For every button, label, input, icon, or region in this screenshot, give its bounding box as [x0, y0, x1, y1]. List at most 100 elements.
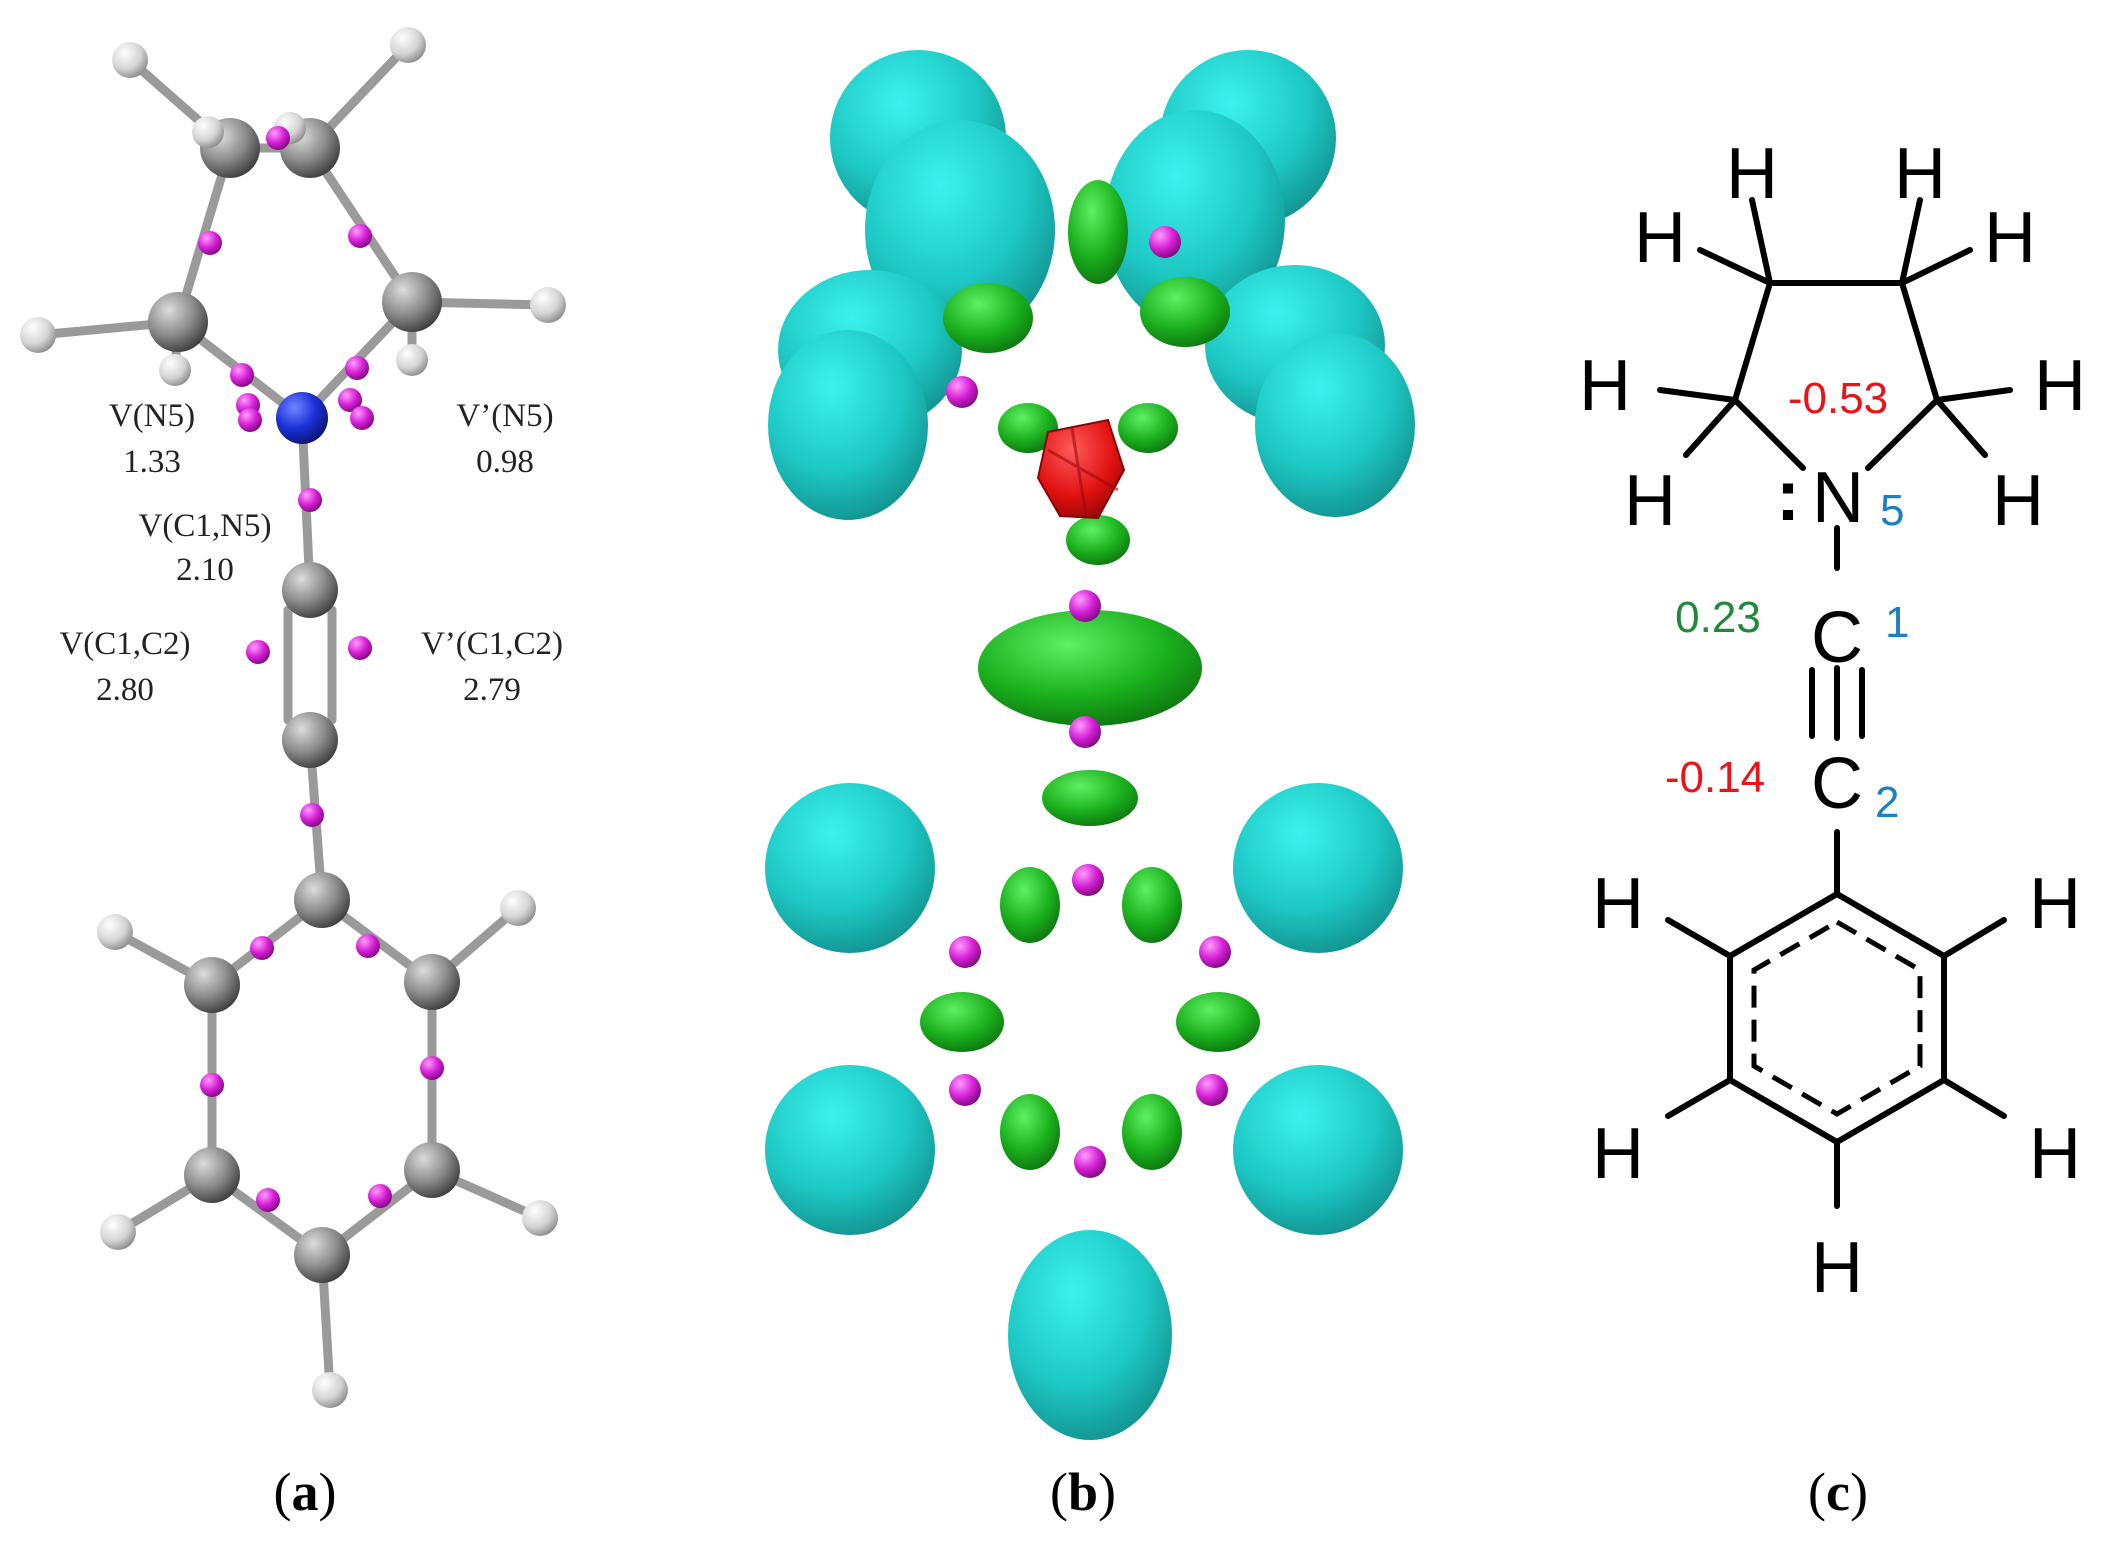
attractor-point	[298, 488, 322, 512]
charge-c2: -0.14	[1665, 753, 1765, 802]
carbon-atom	[184, 1147, 240, 1203]
panel-b-elf-isosurface	[765, 50, 1415, 1440]
hydrogen-atom	[100, 1214, 136, 1250]
hydrogen-atom	[97, 914, 133, 950]
attractor-point	[1074, 1146, 1106, 1178]
lone-pair-dots: :	[1776, 456, 1800, 536]
annotation-vp-n5-value: 0.98	[476, 444, 534, 480]
hydrogen-atom: H	[1592, 1114, 1644, 1194]
attractor-point	[238, 408, 262, 432]
bond-basin	[1000, 1094, 1060, 1170]
bond-basin	[1066, 515, 1130, 565]
panel-b-label: (b)	[1050, 1462, 1116, 1522]
hydrogen-basin	[765, 1065, 935, 1235]
attractor-point	[300, 803, 324, 827]
attractor-point	[1149, 226, 1181, 258]
hydrogen-atom	[20, 317, 56, 353]
attractor-point	[420, 1056, 444, 1080]
panel-a-molecule	[20, 27, 566, 1408]
bond-basin	[1000, 867, 1060, 943]
attractor-point	[198, 231, 222, 255]
hydrogen-basin	[1105, 110, 1285, 330]
aromatic-dashed-ring	[1751, 919, 1923, 1117]
bond-basin	[998, 403, 1058, 453]
annotation-vp-c1c2-value: 2.79	[463, 672, 521, 708]
hydrogen-atom	[312, 1372, 348, 1408]
atom-index-c2: 2	[1875, 778, 1899, 827]
attractor-point	[348, 224, 372, 248]
attractor-point	[946, 376, 978, 408]
panel-c-structure: H H H H H H H H H H H H H N C C : 5 1 2 …	[1579, 134, 2086, 1308]
annotation-v-c1n5-name: V(C1,N5)	[139, 508, 272, 544]
attractor-point	[348, 636, 372, 660]
attractor-point	[356, 934, 380, 958]
hydrogen-atom	[522, 1200, 558, 1236]
attractor-point	[949, 1074, 981, 1106]
hydrogen-atom: H	[2029, 1114, 2081, 1194]
hydrogen-basin	[765, 783, 935, 953]
bond-basin	[1068, 180, 1128, 284]
attractor-point	[230, 363, 254, 387]
hydrogen-atom: H	[1894, 134, 1946, 214]
attractor-point	[345, 356, 369, 380]
hydrogen-atom	[396, 344, 428, 376]
carbon-atom-c1: C	[1811, 598, 1863, 678]
panel-c-label: (c)	[1808, 1462, 1868, 1522]
hydrogen-atom: H	[1992, 461, 2044, 541]
carbon-atom	[282, 712, 338, 768]
hydrogen-basin	[768, 330, 928, 520]
charge-n5: -0.53	[1788, 374, 1888, 423]
attractor-point	[949, 936, 981, 968]
hydrogen-atom: H	[1984, 198, 2036, 278]
hydrogen-atom	[500, 890, 536, 926]
carbon-atom	[404, 1142, 460, 1198]
annotation-v-c1c2-name: V(C1,C2)	[59, 626, 190, 662]
hydrogen-basin	[1233, 783, 1403, 953]
attractor-point	[1196, 1074, 1228, 1106]
hydrogen-atom: H	[1624, 461, 1676, 541]
hydrogen-atom: H	[2029, 864, 2081, 944]
attractor-point	[250, 936, 274, 960]
bond-basin	[1042, 770, 1138, 826]
annotation-v-c1n5-value: 2.10	[176, 552, 234, 588]
nitrogen-atom	[276, 392, 328, 444]
charge-c1: 0.23	[1675, 593, 1761, 642]
attractor-point	[368, 1184, 392, 1208]
atom-index-n5: 5	[1880, 486, 1904, 535]
attractor-point	[200, 1073, 224, 1097]
nitrogen-atom: N	[1812, 458, 1864, 538]
hydrogen-basin	[1233, 1065, 1403, 1235]
bond-basin	[1122, 1094, 1182, 1170]
annotation-vp-c1c2-name: V’(C1,C2)	[421, 626, 563, 662]
bond-basin	[1176, 992, 1260, 1052]
attractor-point	[1199, 936, 1231, 968]
annotation-v-c1c2-value: 2.80	[96, 672, 154, 708]
hydrogen-atom: H	[1811, 1228, 1863, 1308]
carbon-atom	[282, 562, 338, 618]
carbon-atom	[148, 292, 208, 352]
hydrogen-atom: H	[1726, 134, 1778, 214]
annotation-vp-n5-name: V’(N5)	[456, 398, 553, 434]
carbon-atom	[294, 1227, 350, 1283]
lone-pair-basin-n5	[1036, 418, 1126, 520]
carbon-atom	[184, 957, 240, 1013]
bond-basin	[943, 283, 1033, 353]
hydrogen-atom: H	[2034, 346, 2086, 426]
bond-basin	[1122, 867, 1182, 943]
attractor-point	[246, 640, 270, 664]
carbon-atom-c2: C	[1811, 744, 1863, 824]
hydrogen-atom	[530, 287, 566, 323]
bond-basin	[920, 992, 1004, 1052]
bond-basin	[1118, 403, 1178, 453]
attractor-point	[350, 406, 374, 430]
hydrogen-atom	[159, 354, 191, 386]
carbon-atom	[382, 272, 442, 332]
attractor-point	[1069, 716, 1101, 748]
bond-basin	[978, 610, 1202, 726]
hydrogen-atom	[390, 27, 426, 63]
hydrogen-basin	[1008, 1230, 1172, 1440]
attractor-point	[266, 126, 290, 150]
panel-a-label: (a)	[274, 1462, 337, 1522]
attractor-point	[256, 1188, 280, 1212]
